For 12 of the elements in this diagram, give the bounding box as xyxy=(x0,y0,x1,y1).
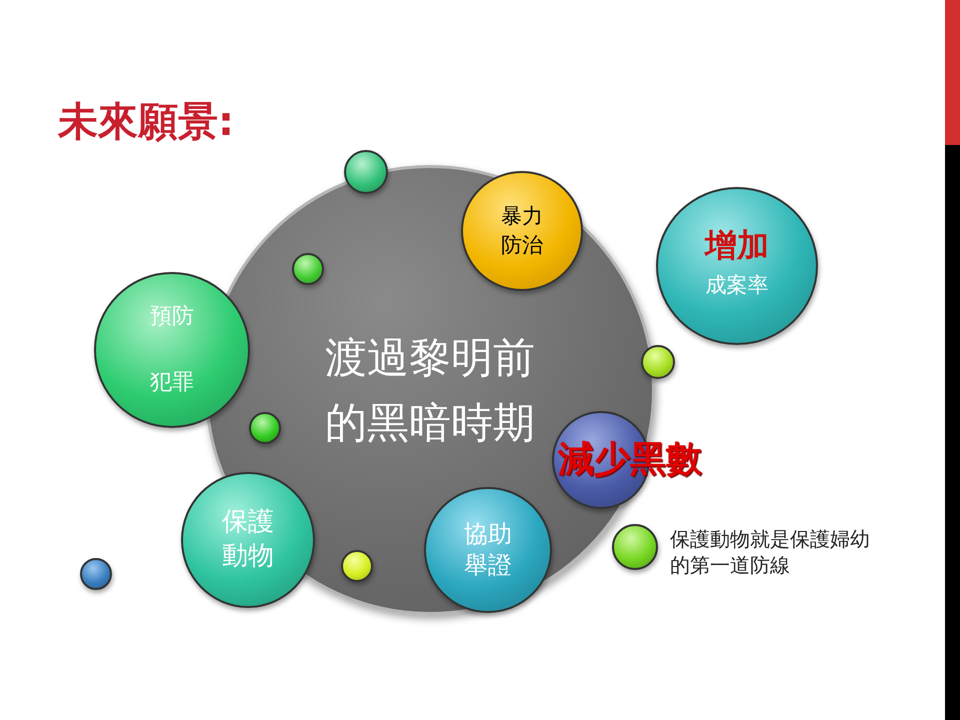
bubble-text: 保護動物 xyxy=(221,506,275,573)
bubble-text: 增加 xyxy=(703,226,770,264)
bubble-text: 渡過黎明前的黑暗時期 xyxy=(324,332,536,449)
bubble-text: 暴力防治 xyxy=(500,202,544,259)
bubble xyxy=(80,558,112,590)
bubble xyxy=(641,345,675,379)
bullet-text: 保護動物就是保護婦幼的第一道防線 xyxy=(670,526,871,578)
title: 未來願景: xyxy=(58,98,234,147)
bubble-text: 成案率 xyxy=(704,272,770,300)
bubble-text: 協助舉證 xyxy=(463,518,513,581)
bubble-text: 預防犯罪 xyxy=(149,303,195,397)
bubble xyxy=(344,150,388,194)
